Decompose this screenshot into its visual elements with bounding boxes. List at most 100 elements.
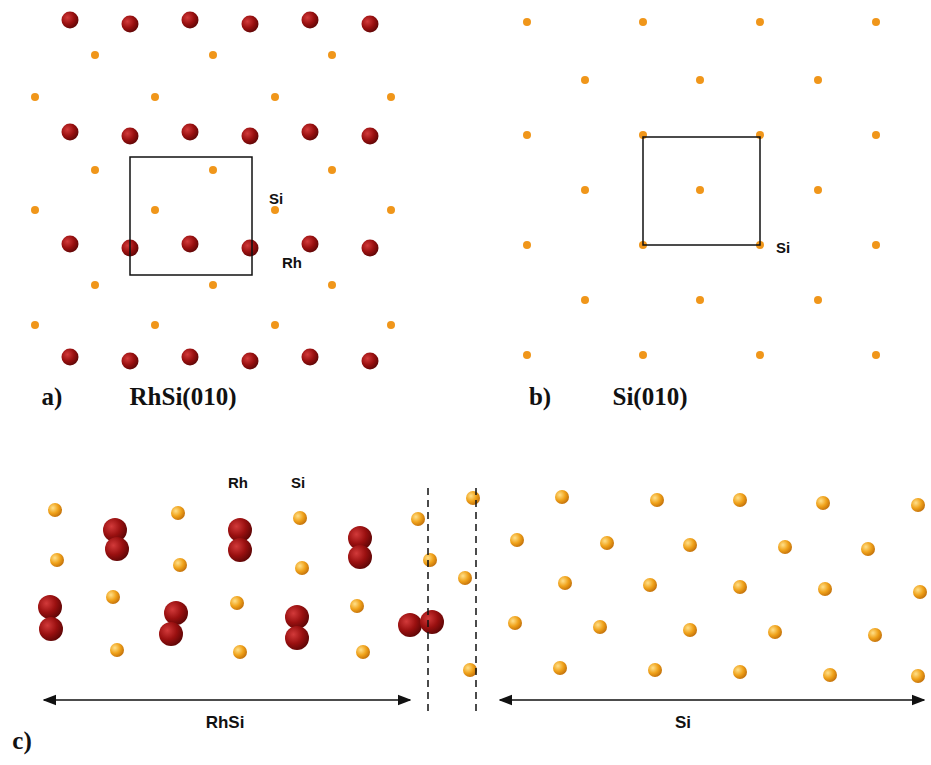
- rh-atom: [362, 16, 379, 33]
- si-atom: [581, 296, 589, 304]
- si-atom: [31, 321, 39, 329]
- rh-atom: [348, 545, 372, 569]
- rh-atom: [62, 236, 79, 253]
- si-atom: [523, 131, 531, 139]
- rh-atom: [39, 617, 63, 641]
- si-atom: [911, 669, 925, 683]
- rh-atom: [242, 353, 259, 370]
- si-atom: [861, 542, 875, 556]
- rh-atom: [362, 240, 379, 257]
- rh-atom: [398, 613, 422, 637]
- si-atom: [872, 131, 880, 139]
- si-atom: [466, 491, 480, 505]
- si-atom: [683, 623, 697, 637]
- si-atom: [151, 206, 159, 214]
- si-atom: [209, 51, 217, 59]
- si-atom: [814, 186, 822, 194]
- si-atom: [271, 321, 279, 329]
- panel-letter: a): [42, 384, 63, 409]
- si-atom: [756, 351, 764, 359]
- rh-atom: [159, 622, 183, 646]
- si-atom: [523, 18, 531, 26]
- si-atom: [768, 625, 782, 639]
- si-atom: [733, 665, 747, 679]
- si-atom: [814, 76, 822, 84]
- si-atom: [91, 51, 99, 59]
- si-atom: [171, 506, 185, 520]
- si-atom: [823, 668, 837, 682]
- si-atom: [510, 533, 524, 547]
- rh-atom: [62, 12, 79, 29]
- si-atom: [230, 596, 244, 610]
- si-atom: [814, 296, 822, 304]
- si-atom: [555, 490, 569, 504]
- si-atom: [683, 538, 697, 552]
- si-atom: [581, 76, 589, 84]
- si-atom: [387, 321, 395, 329]
- rh-atom: [362, 128, 379, 145]
- si-atom: [733, 493, 747, 507]
- rh-atom: [228, 538, 252, 562]
- rh-atom: [302, 12, 319, 29]
- si-atom: [387, 206, 395, 214]
- rh-atom: [362, 353, 379, 370]
- atom-label: Rh: [282, 255, 302, 270]
- si-atom: [648, 663, 662, 677]
- si-atom: [463, 663, 477, 677]
- si-atom: [91, 166, 99, 174]
- rh-atom: [285, 605, 309, 629]
- si-atom: [110, 643, 124, 657]
- rh-atom: [242, 16, 259, 33]
- panel-title: Si(010): [613, 384, 688, 409]
- si-atom: [639, 18, 647, 26]
- interface-line: [427, 488, 429, 712]
- si-atom: [600, 536, 614, 550]
- si-atom: [639, 351, 647, 359]
- region-label: Si: [675, 714, 691, 731]
- si-atom: [911, 498, 925, 512]
- si-atom: [778, 540, 792, 554]
- rh-atom: [302, 236, 319, 253]
- region-label: RhSi: [206, 714, 245, 731]
- extent-arrow: [500, 699, 924, 701]
- si-atom: [733, 580, 747, 594]
- atom-label: Si: [776, 240, 790, 255]
- si-atom: [387, 93, 395, 101]
- panel-letter: c): [12, 728, 31, 753]
- si-atom: [553, 661, 567, 675]
- si-atom: [696, 296, 704, 304]
- si-atom: [411, 512, 425, 526]
- si-atom: [328, 281, 336, 289]
- si-atom: [173, 558, 187, 572]
- rh-atom: [182, 349, 199, 366]
- si-atom: [106, 590, 120, 604]
- si-atom: [593, 620, 607, 634]
- rh-atom: [62, 349, 79, 366]
- si-atom: [151, 321, 159, 329]
- si-atom: [350, 599, 364, 613]
- rh-atom: [302, 124, 319, 141]
- si-atom: [872, 241, 880, 249]
- rh-atom: [122, 128, 139, 145]
- rh-atom: [122, 353, 139, 370]
- unit-cell: [130, 157, 252, 275]
- si-atom: [816, 496, 830, 510]
- si-atom: [558, 576, 572, 590]
- si-atom: [295, 561, 309, 575]
- si-atom: [328, 51, 336, 59]
- si-atom: [328, 166, 336, 174]
- si-atom: [523, 241, 531, 249]
- unit-cell: [643, 137, 760, 245]
- si-atom: [151, 93, 159, 101]
- si-atom: [50, 553, 64, 567]
- rh-atom: [105, 537, 129, 561]
- rh-atom: [285, 626, 309, 650]
- atom-label: Si: [291, 475, 305, 490]
- rh-atom: [242, 128, 259, 145]
- si-atom: [271, 206, 279, 214]
- si-atom: [872, 351, 880, 359]
- rh-atom: [182, 124, 199, 141]
- si-atom: [209, 166, 217, 174]
